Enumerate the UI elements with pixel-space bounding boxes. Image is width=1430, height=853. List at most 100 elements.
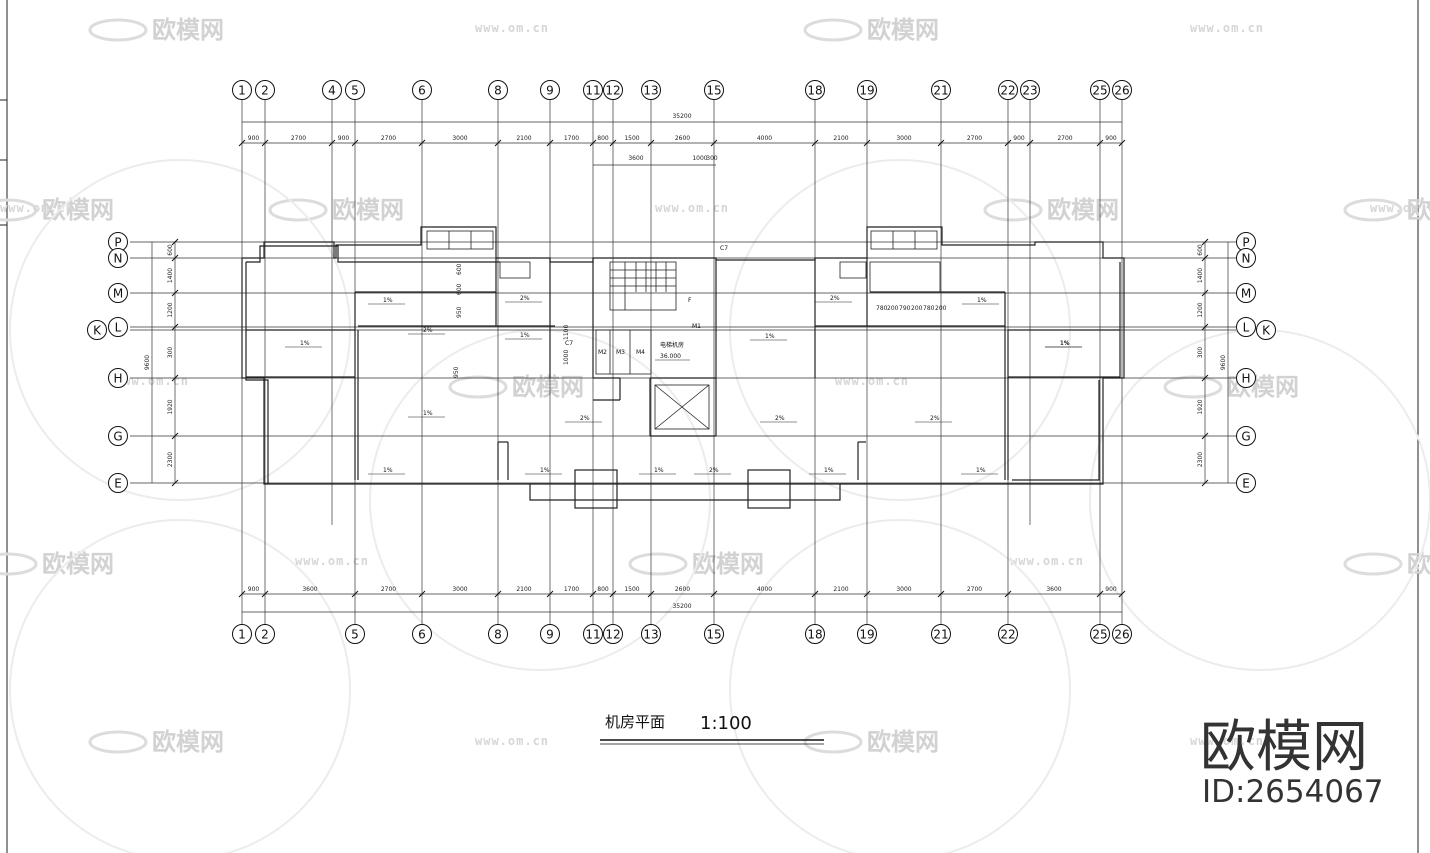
axis-bubble-circle xyxy=(641,624,661,644)
axis-bubble-label: 13 xyxy=(643,84,658,98)
axis-bubble-bottom: 22 xyxy=(998,624,1018,644)
dimension-tick xyxy=(238,590,246,598)
dimension-tick xyxy=(171,289,179,297)
axis-bubble-circle xyxy=(412,624,432,644)
axis-bubble-label: 26 xyxy=(1114,84,1129,98)
slope-note: 2% xyxy=(520,295,530,302)
misc-dimension: 790 xyxy=(899,305,911,312)
slope-note: 1% xyxy=(520,332,530,339)
axis-bubble-circle xyxy=(603,624,623,644)
axis-bubble-top: 5 xyxy=(345,80,365,100)
dimension-label: 2100 xyxy=(833,135,848,142)
axis-bubble-top: 15 xyxy=(704,80,724,100)
axis-bubble-label: N xyxy=(114,252,123,266)
door-window-mark: M2 xyxy=(598,349,607,356)
dimension-label: 1200 xyxy=(167,302,174,317)
dimension-label: 300 xyxy=(167,347,174,359)
misc-dimension: 200 xyxy=(935,305,947,312)
watermark-icon xyxy=(628,552,688,576)
axis-bubble-label: 5 xyxy=(351,84,359,98)
axis-bubble-bottom: 15 xyxy=(704,624,724,644)
axis-bubble-circle xyxy=(1236,473,1256,493)
dimension-tick xyxy=(1201,323,1209,331)
axis-bubble-circle xyxy=(805,80,825,100)
dimension-label: 900 xyxy=(1105,586,1117,593)
axis-bubble-circle xyxy=(704,80,724,100)
dimension-label: 3000 xyxy=(452,586,467,593)
axis-bubble-label: 23 xyxy=(1022,84,1037,98)
axis-bubble-label: 6 xyxy=(418,84,426,98)
dimension-label: 1200 xyxy=(1197,302,1204,317)
dimension-label: 1400 xyxy=(167,268,174,283)
door-window-mark: C7 xyxy=(565,340,573,347)
axis-bubble-label: E xyxy=(1242,477,1250,491)
axis-bubble-label: 1 xyxy=(238,628,246,642)
axis-bubble-top: 22 xyxy=(998,80,1018,100)
dimension-label: 900 xyxy=(1013,135,1025,142)
axis-bubble-circle xyxy=(1112,624,1132,644)
dimension-label: 3000 xyxy=(896,586,911,593)
dimension-label: 1920 xyxy=(167,399,174,414)
dimension-label: 3000 xyxy=(896,135,911,142)
slope-note: 1% xyxy=(383,467,393,474)
axis-bubble-circle xyxy=(540,624,560,644)
dimension-tick xyxy=(171,323,179,331)
axis-bubble-circle xyxy=(1256,320,1276,340)
watermark-url: www.om.cn xyxy=(295,554,369,568)
dimension-label: 2700 xyxy=(967,586,982,593)
dimension-label: 2700 xyxy=(291,135,306,142)
brand-logo: 欧模网 ID:2654067 xyxy=(1200,715,1384,810)
watermark-url: www.om.cn xyxy=(655,201,729,215)
axis-bubble-circle xyxy=(1090,80,1110,100)
axis-bubble-circle xyxy=(255,624,275,644)
axis-bubble-circle xyxy=(232,80,252,100)
axis-bubble-label: 22 xyxy=(1000,628,1015,642)
axis-bubble-circle xyxy=(87,320,107,340)
axis-bubble-left: M xyxy=(108,283,128,303)
dimension-label: 800 xyxy=(597,586,609,593)
plan-annotations: 1%1%2%1%1%2%2%1%1%1%1%2%2%2%1%1%1%1%1%2%… xyxy=(285,245,1082,475)
axis-bubble-label: 21 xyxy=(933,84,948,98)
watermark-url: www.om.cn xyxy=(1190,21,1264,35)
axis-bubble-circle xyxy=(805,624,825,644)
dimension-tick xyxy=(261,590,269,598)
dimension-tick xyxy=(351,590,359,598)
axis-bubble-top: 21 xyxy=(931,80,951,100)
watermark-url: www.om.cn xyxy=(1190,734,1264,748)
dimension-label: 2600 xyxy=(675,586,690,593)
axis-bubble-circle xyxy=(1236,317,1256,337)
axis-grid-lines xyxy=(130,100,1236,624)
misc-dimension: 780 xyxy=(923,305,935,312)
axis-bubble-right: K xyxy=(1256,320,1276,340)
dimension-tick xyxy=(811,590,819,598)
axis-bubble-top: 23 xyxy=(1020,80,1040,100)
dimension-tick xyxy=(418,139,426,147)
dimension-tick xyxy=(710,590,718,598)
axis-bubble-label: P xyxy=(114,236,121,250)
axis-bubble-bottom: 1 xyxy=(232,624,252,644)
dimension-tick xyxy=(171,254,179,262)
axis-bubble-bottom: 25 xyxy=(1090,624,1110,644)
id-number: ID:2654067 xyxy=(1202,774,1384,810)
dimension-label: 600 xyxy=(1197,244,1204,256)
slope-note: 1% xyxy=(423,410,433,417)
dimension-tick xyxy=(1004,139,1012,147)
dimension-tick xyxy=(171,374,179,382)
dimension-tick xyxy=(937,590,945,598)
dimension-tick xyxy=(863,139,871,147)
axis-bubble-top: 6 xyxy=(412,80,432,100)
door-window-mark: C7 xyxy=(720,245,728,252)
dimension-label: 1920 xyxy=(1197,399,1204,414)
axis-bubble-label: M xyxy=(113,287,123,301)
dimension-tick xyxy=(494,590,502,598)
watermark-logo: 欧模网 xyxy=(152,728,224,756)
slope-note: 1% xyxy=(765,333,775,340)
misc-dimension: 780 xyxy=(876,305,888,312)
misc-dimension: 950 xyxy=(456,306,463,318)
dimension-tick xyxy=(328,139,336,147)
axis-bubble-top: 19 xyxy=(857,80,877,100)
axis-bubble-label: 25 xyxy=(1092,84,1107,98)
slope-note: 1% xyxy=(977,297,987,304)
door-window-mark: M3 xyxy=(616,349,625,356)
